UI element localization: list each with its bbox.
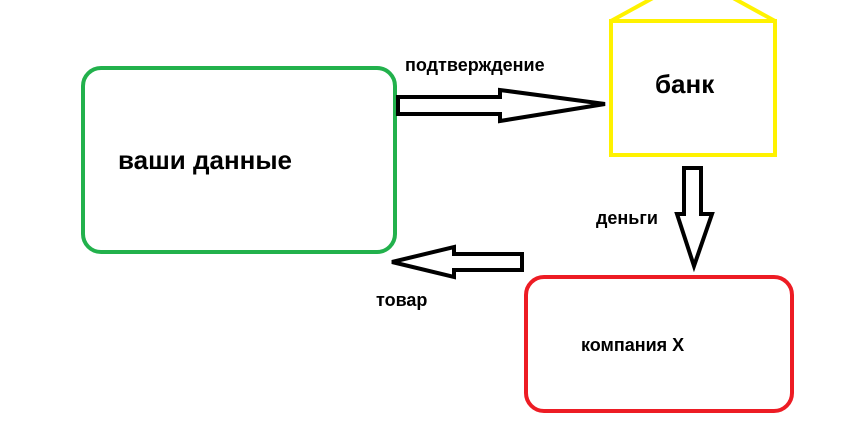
edge-confirmation-label: подтверждение [405,55,545,75]
node-bank-box [609,19,777,157]
node-your-data-box [81,66,397,254]
arrow-left-icon [391,244,524,280]
node-company-label: компания X [581,335,684,355]
edge-goods: товар [376,244,524,310]
node-your-data: ваши данные [81,66,397,254]
bank-roof-icon [610,0,776,23]
edge-money-label: деньги [596,208,658,228]
node-company-box [524,275,794,413]
arrow-down-icon [674,166,715,273]
node-bank-label: банк [655,69,715,99]
edge-confirmation: подтверждение [396,55,606,124]
edge-goods-label: товар [376,290,427,310]
node-bank: банк [609,0,777,157]
node-company: компания X [524,275,794,413]
node-your-data-label: ваши данные [118,145,292,175]
edge-money: деньги [596,166,715,273]
arrow-right-icon [396,87,606,124]
